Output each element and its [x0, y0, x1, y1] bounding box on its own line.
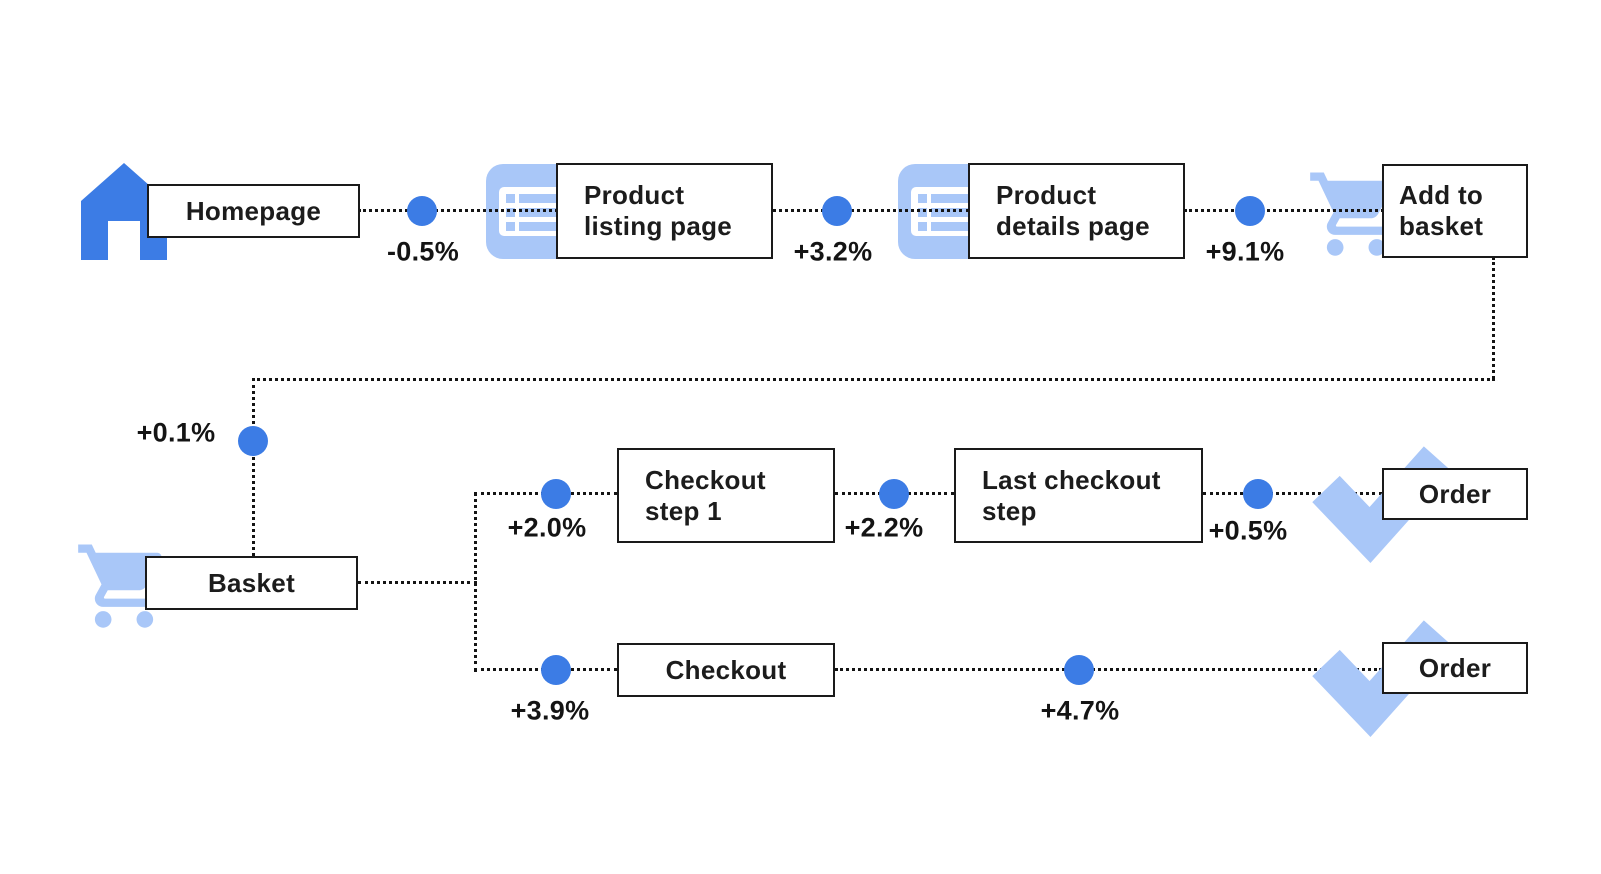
- delta-listing-to-details: +3.2%: [793, 236, 873, 267]
- connector-line: [1492, 257, 1495, 379]
- connector-line: [1203, 492, 1382, 495]
- connector-line: [358, 581, 477, 584]
- node-checkout: Checkout: [617, 643, 835, 697]
- connector-line: [358, 209, 558, 212]
- connector-line: [772, 209, 970, 212]
- delta-basketadd-to-basket: +0.1%: [136, 417, 216, 448]
- node-label: Order: [1418, 478, 1492, 509]
- delta-basket-to-checkout: +3.9%: [510, 695, 590, 726]
- node-label: Add to: [1399, 180, 1484, 210]
- node-label: Basket: [207, 567, 296, 598]
- node-order-bottom: Order: [1382, 642, 1528, 694]
- conversion-dot: [541, 655, 571, 685]
- node-label: Order: [1418, 652, 1492, 683]
- node-order-top: Order: [1382, 468, 1528, 520]
- conversion-dot: [541, 479, 571, 509]
- node-label: Checkout: [665, 654, 787, 685]
- conversion-dot: [1064, 655, 1094, 685]
- node-checkout-step-1: Checkout step 1: [617, 448, 835, 543]
- node-label: details page: [996, 211, 1150, 241]
- conversion-dot: [238, 426, 268, 456]
- node-last-checkout-step: Last checkout step: [954, 448, 1203, 543]
- node-label: basket: [1399, 211, 1484, 241]
- node-product-listing-page: Product listing page: [556, 163, 773, 259]
- delta-laststep-to-order: +0.5%: [1208, 515, 1288, 546]
- delta-homepage-to-listing: -0.5%: [386, 236, 460, 267]
- node-label: Product: [996, 180, 1097, 210]
- connector-line: [474, 492, 477, 672]
- node-homepage: Homepage: [147, 184, 360, 238]
- connector-line: [1184, 209, 1384, 212]
- conversion-dot: [879, 479, 909, 509]
- node-add-to-basket: Add to basket: [1382, 164, 1528, 258]
- node-label: step: [982, 495, 1037, 526]
- delta-checkout-to-order: +4.7%: [1040, 695, 1120, 726]
- connector-line: [835, 668, 1382, 671]
- cart-icon: [1306, 164, 1406, 260]
- delta-step1-to-laststep: +2.2%: [844, 512, 924, 543]
- conversion-dot: [1243, 479, 1273, 509]
- connector-line: [252, 378, 1495, 381]
- node-label: Homepage: [185, 195, 322, 226]
- node-label: Checkout: [645, 464, 766, 495]
- node-label: Last checkout: [982, 464, 1161, 495]
- node-label: step 1: [645, 495, 722, 526]
- home-icon: [78, 160, 170, 260]
- delta-basket-to-step1: +2.0%: [507, 512, 587, 543]
- delta-details-to-basketadd: +9.1%: [1205, 236, 1285, 267]
- connector-line: [252, 378, 255, 556]
- conversion-dot: [822, 196, 852, 226]
- cart-icon: [74, 536, 174, 632]
- conversion-dot: [1235, 196, 1265, 226]
- node-product-details-page: Product details page: [968, 163, 1185, 259]
- node-basket: Basket: [145, 556, 358, 610]
- conversion-dot: [407, 196, 437, 226]
- node-label: Product: [584, 180, 685, 210]
- node-label: listing page: [584, 211, 733, 241]
